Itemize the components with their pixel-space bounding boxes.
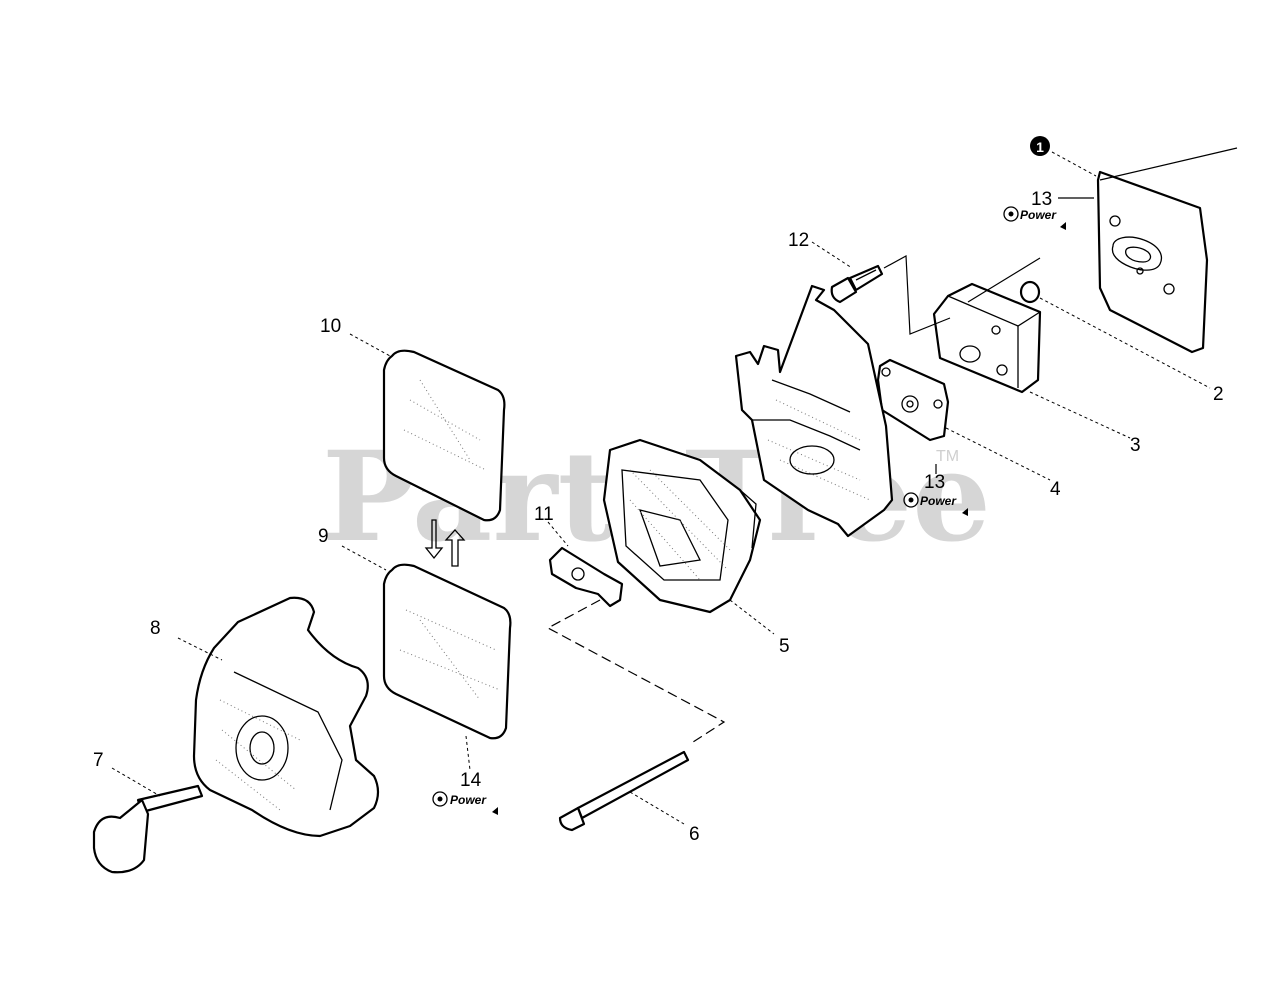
callout-10[interactable]: 10 xyxy=(320,316,341,337)
screw-alignment-line xyxy=(883,255,951,335)
power-badge-label: Power xyxy=(450,793,487,807)
part-filter-10[interactable] xyxy=(382,349,506,522)
callout-12[interactable]: 12 xyxy=(788,230,809,251)
part-filter-9[interactable] xyxy=(382,563,512,740)
part-spacer-ring[interactable] xyxy=(1019,280,1041,304)
swap-arrows-icon xyxy=(424,519,466,567)
leader-10 xyxy=(349,333,391,357)
callout-13b[interactable]: 13 xyxy=(924,472,945,493)
callout-3[interactable]: 3 xyxy=(1130,435,1141,456)
power-logo-icon xyxy=(903,492,919,508)
leader-4 xyxy=(945,427,1051,481)
power-badge-top: Power xyxy=(1003,206,1066,230)
part-insulator-block[interactable] xyxy=(932,282,1042,394)
watermark-trademark: TM xyxy=(936,448,959,465)
callout-5[interactable]: 5 xyxy=(779,636,790,657)
leader-2 xyxy=(1039,297,1211,389)
leader-14 xyxy=(465,735,471,771)
callout-8[interactable]: 8 xyxy=(150,618,161,639)
gasket-leader-line xyxy=(1099,147,1238,181)
part-long-bolt[interactable] xyxy=(558,750,690,832)
callout-14[interactable]: 14 xyxy=(460,770,482,791)
part-bracket-11[interactable] xyxy=(548,546,624,608)
power-badge-middle: Power xyxy=(903,492,968,516)
insulator-alignment-line xyxy=(967,257,1041,303)
part-air-cleaner-cover[interactable] xyxy=(192,596,380,838)
leader-5 xyxy=(729,599,775,635)
callout-9[interactable]: 9 xyxy=(318,526,329,547)
leader-9 xyxy=(341,545,387,571)
leader-11 xyxy=(547,521,569,547)
part-carburetor[interactable] xyxy=(734,284,894,538)
callout-13a[interactable]: 13 xyxy=(1031,189,1052,210)
callout-6[interactable]: 6 xyxy=(689,824,700,845)
callout-2[interactable]: 2 xyxy=(1213,384,1224,405)
power-badge-bottom: Power xyxy=(432,791,498,815)
part-knob[interactable] xyxy=(92,784,204,874)
callout-11[interactable]: 11 xyxy=(534,504,554,525)
leader-12 xyxy=(811,241,853,269)
bolt-alignment-line xyxy=(546,599,726,745)
callout-1[interactable]: 1 xyxy=(1030,136,1050,156)
part-carburetor-gasket[interactable] xyxy=(876,358,950,442)
power-logo-icon xyxy=(1003,206,1019,222)
leader-8 xyxy=(177,637,223,661)
leader-7 xyxy=(111,767,161,797)
part-gasket-insulator[interactable] xyxy=(1096,170,1209,354)
part-air-cleaner-base[interactable] xyxy=(602,438,762,614)
leader-3 xyxy=(1029,391,1131,439)
callout-1-label: 1 xyxy=(1036,139,1044,155)
callout-4[interactable]: 4 xyxy=(1050,479,1061,500)
power-logo-icon xyxy=(432,791,448,807)
power-badge-label: Power xyxy=(1020,208,1057,222)
callout-7[interactable]: 7 xyxy=(93,750,104,771)
leader-1 xyxy=(1051,151,1097,177)
part-screw-12[interactable] xyxy=(830,264,884,304)
power-badge-label: Power xyxy=(920,494,957,508)
leader-6 xyxy=(629,791,685,825)
